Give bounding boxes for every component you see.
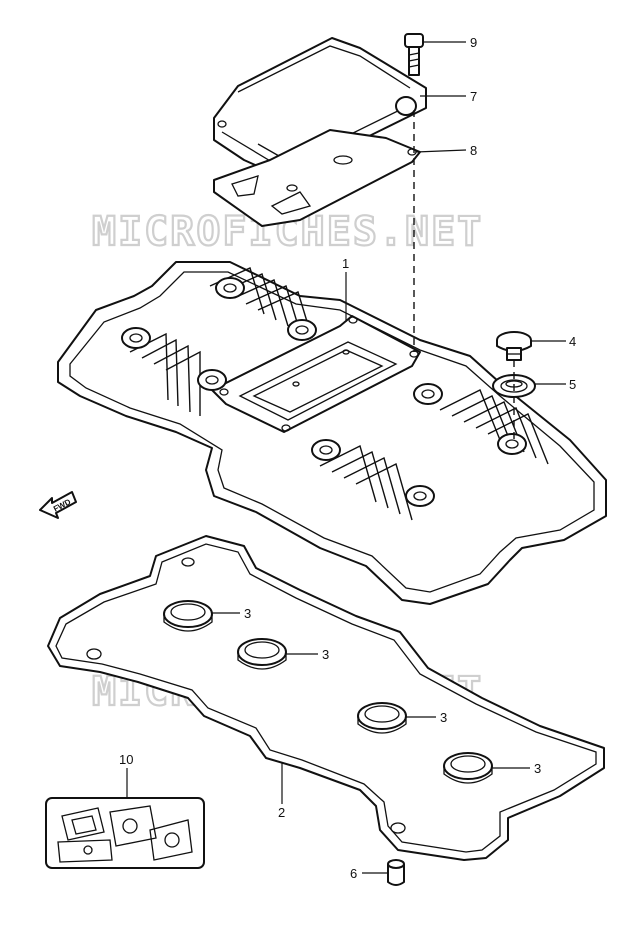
callout-6: 6 <box>350 866 357 881</box>
callout-3-d: 3 <box>534 761 541 776</box>
part-3-seal-b <box>237 638 287 670</box>
callout-3-a: 3 <box>244 606 251 621</box>
callout-4: 4 <box>569 334 576 349</box>
part-6-dowel-pin <box>387 859 405 886</box>
part-4-plug <box>496 331 532 361</box>
part-9-bolt <box>404 33 424 76</box>
leader-lines <box>126 41 566 874</box>
part-10-gasket-set <box>45 797 205 869</box>
fwd-arrow-icon: FWD <box>39 491 77 519</box>
part-3-seal-c <box>357 702 407 734</box>
callout-8: 8 <box>470 143 477 158</box>
callout-9: 9 <box>470 35 477 50</box>
callout-10: 10 <box>119 752 133 767</box>
callout-5: 5 <box>569 377 576 392</box>
part-3-seal-a <box>163 600 213 632</box>
part-3-seal-d <box>443 752 493 784</box>
callout-3-b: 3 <box>322 647 329 662</box>
callout-2: 2 <box>278 805 285 820</box>
part-7-cover-cap <box>213 37 427 179</box>
part-1-cylinder-head-cover <box>57 261 607 605</box>
callout-3-c: 3 <box>440 710 447 725</box>
callout-1: 1 <box>342 256 349 271</box>
callout-7: 7 <box>470 89 477 104</box>
